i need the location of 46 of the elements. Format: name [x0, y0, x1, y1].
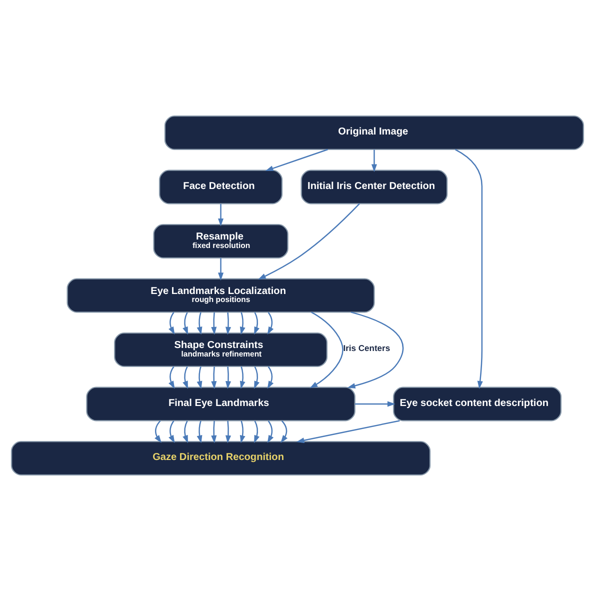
arrow: [347, 311, 404, 388]
arrow: [226, 366, 232, 389]
arrow: [211, 366, 217, 389]
node-box: Face Detection: [158, 169, 283, 204]
arrow: [196, 312, 202, 334]
arrow: [455, 148, 483, 388]
arrow: [196, 420, 202, 443]
node-box: Eye Landmarks Localization rough positions: [66, 278, 375, 312]
arrow: [182, 420, 188, 443]
arrow: [218, 203, 224, 226]
arrow: [211, 420, 217, 443]
arrow: [182, 312, 188, 334]
edge-label: Iris Centers: [343, 342, 390, 353]
arrow: [280, 420, 288, 442]
arrow: [267, 312, 274, 334]
arrow: [154, 420, 162, 442]
arrow: [168, 420, 175, 443]
arrow: [168, 312, 175, 334]
arrow: [310, 311, 344, 388]
arrow: [182, 366, 188, 388]
arrow: [267, 420, 274, 443]
arrow: [355, 400, 396, 406]
node-box: Initial Iris Center Detection: [300, 169, 448, 204]
arrow: [211, 312, 217, 334]
node-box: Eye socket content description: [393, 386, 562, 421]
arrow: [226, 420, 232, 443]
arrow: [265, 148, 328, 170]
arrow: [226, 312, 232, 334]
node-box: Resample fixed resolution: [153, 224, 288, 258]
arrow: [371, 149, 377, 172]
node-box: Gaze Direction Recognition: [10, 440, 431, 475]
arrow: [168, 366, 175, 388]
arrow: [240, 366, 246, 389]
arrow: [254, 312, 260, 334]
node-box: Final Eye Landmarks: [86, 386, 356, 421]
arrow: [267, 366, 274, 388]
arrow: [258, 202, 360, 280]
arrow: [254, 420, 260, 443]
node-box: Shape Constraints landmarks refinement: [114, 332, 328, 366]
arrow: [240, 420, 246, 443]
arrow: [240, 312, 246, 334]
arrow: [196, 366, 202, 389]
arrow: [296, 420, 400, 443]
arrow: [218, 258, 224, 280]
node-box: Original Image: [164, 115, 584, 150]
arrow: [254, 366, 260, 388]
